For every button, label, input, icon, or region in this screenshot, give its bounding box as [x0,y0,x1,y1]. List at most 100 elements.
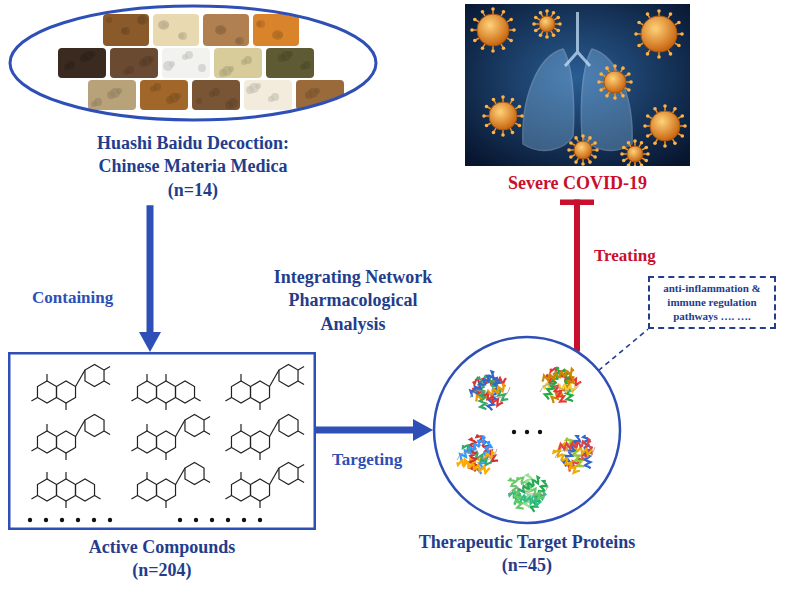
illustration-shape [216,25,226,35]
illustration-shape [300,64,306,70]
illustration-shape [653,107,657,111]
illustration-shape [278,54,286,62]
illustration-shape [131,374,200,410]
illustration-shape [225,101,233,109]
illustration-shape [131,463,210,509]
illustration-shape [215,26,223,34]
illustration-shape [225,496,231,500]
illustration-shape [194,518,198,522]
illustration-shape [677,21,681,25]
illustration-shape [146,472,147,479]
illustration-shape [457,459,490,474]
illustration-shape [558,440,592,450]
illustration-shape [653,142,657,146]
illustration-shape [539,16,555,32]
illustration-shape [468,371,497,398]
illustration-shape [683,124,687,128]
illustration-shape [225,415,304,461]
illustration-shape [298,479,304,483]
illustration-shape [629,80,633,84]
illustration-shape [545,35,549,39]
illustration-shape [646,152,650,156]
illustration-shape [37,479,56,501]
illustration-shape [225,463,304,509]
illustration-shape [85,415,104,437]
illustration-shape [37,381,56,403]
illustration-shape [489,102,517,130]
illustration-shape [165,501,166,508]
illustration-shape [558,22,562,26]
illustration-shape [231,431,250,453]
illustration-shape [166,96,174,104]
illustration-shape [137,479,156,501]
illustration-shape [593,141,597,145]
illustration-shape [159,20,169,30]
illustration-shape [175,381,194,403]
edge-label: Targeting [330,450,404,470]
illustration-shape [246,86,254,94]
illustration-shape [509,18,513,22]
illustration-shape [165,374,166,381]
illustration-shape [162,48,210,78]
illustration-shape [85,365,104,387]
illustration-shape [156,431,175,453]
illustration-shape [279,365,298,387]
herb-illustration [8,4,378,122]
illustration-shape [657,55,661,59]
illustration-shape [681,134,685,138]
illustration-shape [569,141,573,145]
illustration-shape [60,518,64,522]
illustration-shape [581,134,585,138]
illustration-shape [556,16,560,20]
illustration-shape [242,518,246,522]
illustration-shape [256,21,262,27]
illustration-shape [131,496,137,500]
leader-connector [598,329,648,370]
illustration-shape [259,453,260,460]
illustration-shape [192,80,240,110]
illustration-shape [225,365,304,411]
illustration-shape [240,424,241,431]
illustration-shape [10,6,376,120]
illustration-shape [646,134,650,138]
illustration-shape [91,101,97,107]
illustration-shape [673,107,677,111]
illustration-shape [108,518,112,522]
illustration-shape [434,337,620,523]
illustration-shape [470,28,474,32]
illustration-shape [640,163,644,166]
node-heading: Severe COVID-19 [468,172,688,195]
illustration-shape [539,33,543,37]
illustration-shape [56,381,75,403]
illustration-shape [621,94,625,98]
illustration-shape [565,12,590,66]
illustration-shape [637,44,641,48]
illustration-shape [273,30,283,40]
illustration-shape [644,159,648,163]
illustration-shape [637,21,641,25]
illustration-shape [31,398,37,402]
illustration-shape [165,403,166,410]
illustration-shape [669,12,673,16]
illustration-shape [593,155,597,159]
illustration-shape [305,91,313,99]
illustration-shape [195,398,201,402]
illustration-shape [491,49,495,53]
illustration-shape [250,431,269,453]
illustration-shape [104,431,110,435]
illustration-shape [473,18,477,22]
illustration-shape [270,468,279,485]
illustration-shape [627,88,631,92]
illustration-shape [574,160,578,164]
illustration-shape [64,64,70,70]
illustration-shape [599,72,603,76]
illustration-shape [65,501,66,508]
illustration-shape [477,14,509,46]
illustration-shape [31,415,110,461]
illustration-shape [270,420,279,437]
illustration-shape [163,61,173,71]
illustration-shape [492,98,496,102]
illustration-shape [509,477,524,510]
illustration-shape [231,381,250,403]
illustration-shape [203,14,249,46]
